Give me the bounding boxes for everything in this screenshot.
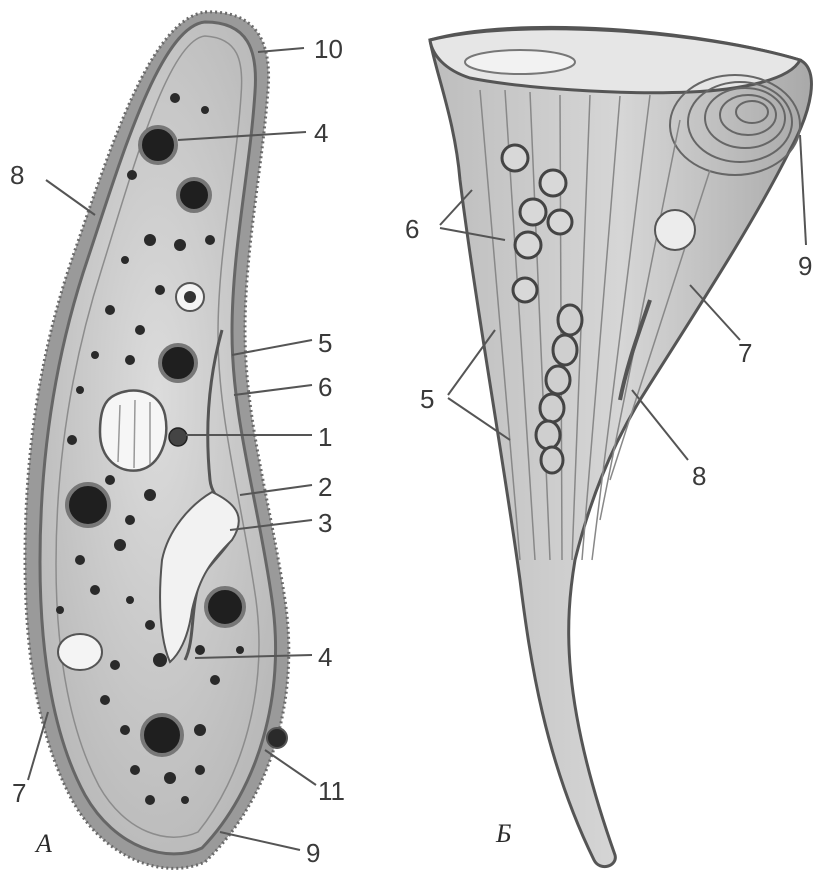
label-a-3: 3 [318,508,332,538]
label-a-5: 5 [318,328,332,358]
label-b-8: 8 [692,461,706,491]
label-a-4-bottom: 4 [318,642,332,672]
label-a-1: 1 [318,422,332,452]
label-a-6: 6 [318,372,332,402]
label-a-11: 11 [318,776,345,806]
panel-label-a: А [34,829,52,858]
paramecium-micronucleus [169,428,187,446]
panel-label-b: Б [495,819,511,848]
label-b-5: 5 [420,384,434,414]
paramecium-cytoproct-vacuole [267,728,287,748]
paramecium-contractile-vacuole-bottom [58,634,102,670]
stentor-drawing [430,27,811,866]
label-b-7: 7 [738,338,752,368]
label-b-9: 9 [798,251,812,281]
paramecium-macronucleus [100,391,166,471]
label-a-7: 7 [12,778,26,808]
label-a-8: 8 [10,160,24,190]
stentor-contractile-vacuole [655,210,695,250]
label-a-10: 10 [314,34,343,64]
label-a-2: 2 [318,472,332,502]
paramecium-contractile-vacuole-top [176,283,204,311]
label-a-9: 9 [306,838,320,868]
paramecium-drawing [25,12,289,868]
label-b-6: 6 [405,214,419,244]
label-a-4-top: 4 [314,118,328,148]
